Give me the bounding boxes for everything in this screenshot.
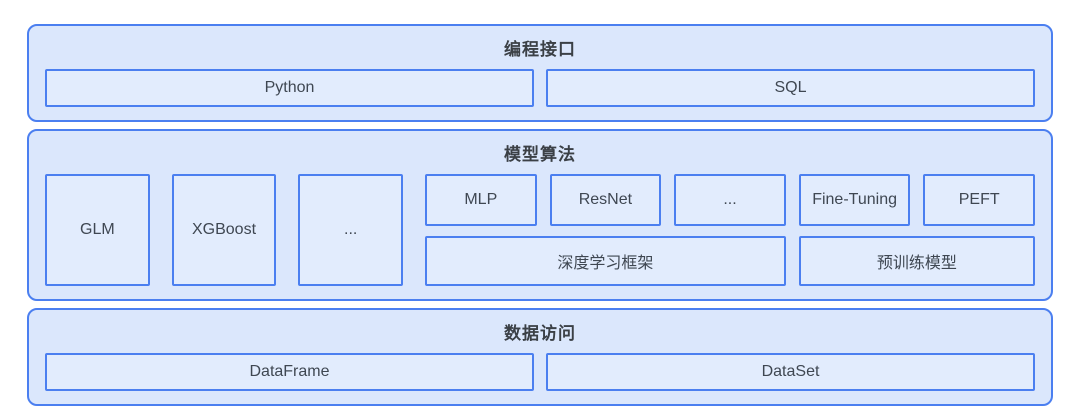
box-dataset: DataSet: [546, 353, 1035, 391]
box-deep-learning-framework: 深度学习框架: [425, 236, 786, 286]
architecture-diagram: 编程接口 Python SQL 模型算法 GLM XGBoost ... MLP…: [27, 24, 1053, 406]
box-glm: GLM: [45, 174, 150, 286]
box-pretrained-model: 预训练模型: [798, 236, 1035, 286]
box-dataframe: DataFrame: [45, 353, 534, 391]
data-access-row: DataFrame DataSet: [45, 353, 1035, 391]
programming-interface-row: Python SQL: [45, 69, 1035, 107]
layer-programming-interface: 编程接口 Python SQL: [27, 24, 1053, 122]
box-ellipsis-networks: ...: [674, 174, 786, 226]
layer-title-data-access: 数据访问: [504, 324, 576, 343]
classic-models-group: GLM XGBoost ...: [45, 174, 404, 286]
box-fine-tuning: Fine-Tuning: [798, 174, 911, 226]
layer-model-algorithms: 模型算法 GLM XGBoost ... MLP ResNet ... Fine…: [27, 129, 1053, 301]
box-peft: PEFT: [923, 174, 1035, 226]
layer-title-programming-interface: 编程接口: [504, 40, 576, 59]
box-mlp: MLP: [425, 174, 537, 226]
layer-title-model-algorithms: 模型算法: [504, 145, 576, 164]
box-python: Python: [45, 69, 534, 107]
box-sql: SQL: [546, 69, 1035, 107]
layer-data-access: 数据访问 DataFrame DataSet: [27, 308, 1053, 406]
box-ellipsis-classic-models: ...: [298, 174, 404, 286]
box-xgboost: XGBoost: [171, 174, 277, 286]
model-algorithms-content: GLM XGBoost ... MLP ResNet ... Fine-Tuni…: [45, 174, 1035, 286]
box-resnet: ResNet: [549, 174, 662, 226]
deep-learning-group: MLP ResNet ... Fine-Tuning PEFT 深度学习框架 预…: [425, 174, 1035, 286]
